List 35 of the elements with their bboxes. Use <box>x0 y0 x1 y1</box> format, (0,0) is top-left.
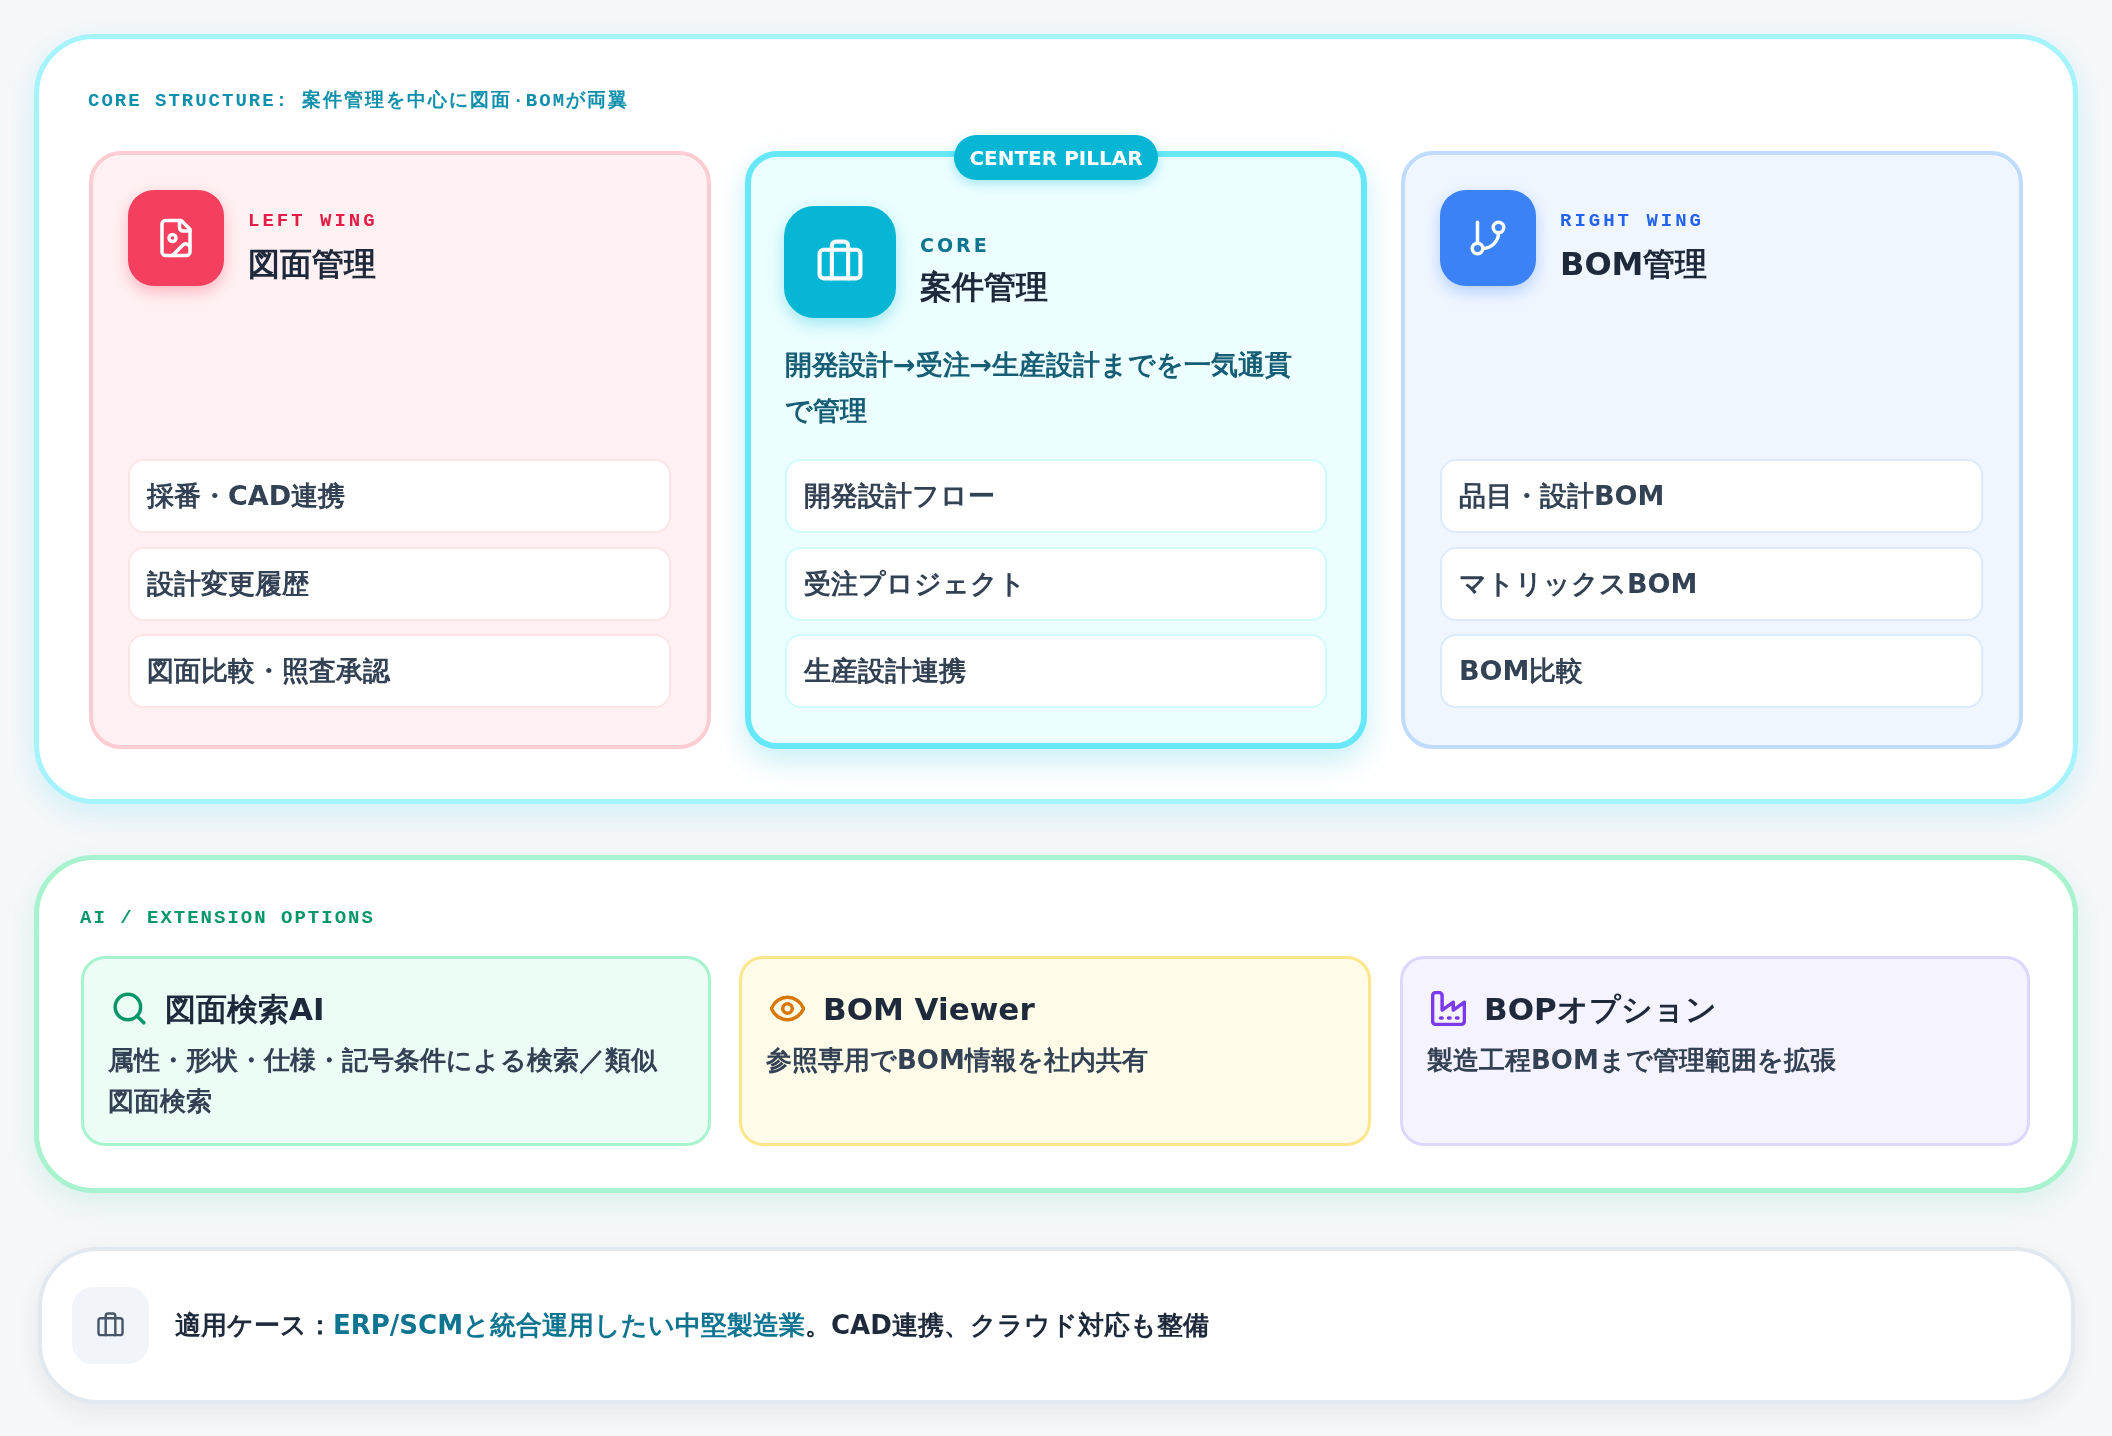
option-card <box>81 956 711 1146</box>
option-title: BOPオプション <box>1484 990 1717 1028</box>
feature-item: 採番・CAD連携 <box>128 459 671 533</box>
pillar-badge: CENTER PILLAR <box>954 135 1158 180</box>
core-module-card <box>745 151 1367 749</box>
feature-item: マトリックスBOM <box>1440 547 1983 621</box>
use-case-text: 適用ケース：ERP/SCMと統合運用したい中堅製造業。CAD連携、クラウド対応も整備 <box>175 1309 1209 1342</box>
option-description: 属性・形状・仕様・記号条件による検索／類似図面検索 <box>108 1044 659 1118</box>
option-title: 図面検索AI <box>165 990 325 1028</box>
core-label: CORE <box>920 233 990 257</box>
wing-title: BOM管理 <box>1560 244 1708 284</box>
feature-item: 開発設計フロー <box>785 459 1327 533</box>
module-card <box>1401 151 2023 749</box>
wing-title: 図面管理 <box>248 244 376 284</box>
feature-item: 図面比較・照査承認 <box>128 634 671 708</box>
use-case-panel <box>38 1247 2075 1404</box>
wing-label: LEFT WING <box>248 209 378 233</box>
section-panel <box>34 855 2078 1193</box>
section-heading: AI / EXTENSION OPTIONS <box>80 906 375 930</box>
feature-item: 生産設計連携 <box>785 634 1327 708</box>
core-description: 開発設計→受注→生産設計までを一気通貫で管理 <box>785 348 1294 428</box>
option-card <box>739 956 1371 1146</box>
feature-item: 品目・設計BOM <box>1440 459 1983 533</box>
feature-item: BOM比較 <box>1440 634 1983 708</box>
core-title: 案件管理 <box>920 267 1048 307</box>
option-description: 製造工程BOMまで管理範囲を拡張 <box>1427 1044 1837 1077</box>
feature-item: 受注プロジェクト <box>785 547 1327 621</box>
module-card <box>89 151 711 749</box>
option-card <box>1400 956 2030 1146</box>
section-panel <box>34 34 2078 804</box>
option-description: 参照専用でBOM情報を社内共有 <box>766 1044 1149 1077</box>
wing-label: RIGHT WING <box>1560 209 1705 233</box>
section-heading: CORE STRUCTURE: 案件管理を中心に図面·BOMが両翼 <box>88 89 630 113</box>
feature-item: 設計変更履歴 <box>128 547 671 621</box>
option-title: BOM Viewer <box>823 990 1035 1028</box>
